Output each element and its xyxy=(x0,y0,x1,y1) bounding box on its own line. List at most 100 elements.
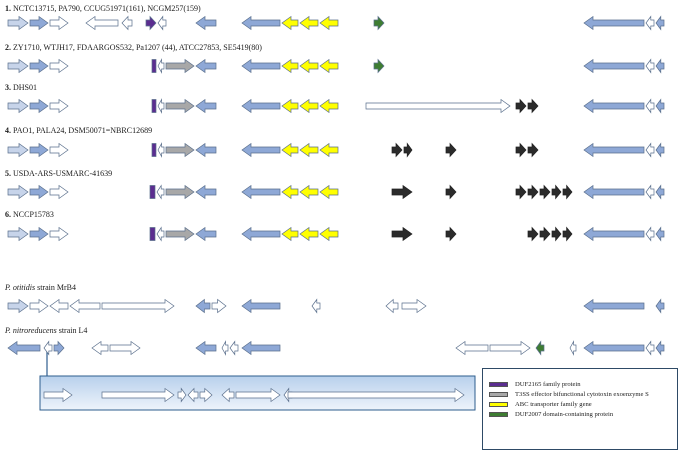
inset-gene-1-white xyxy=(101,387,175,403)
row-1-gene-9-yellow xyxy=(281,15,299,31)
row-2-gene-11-green xyxy=(373,58,385,74)
row-6-gene-19-mid_blue xyxy=(655,226,665,242)
row-8-gene-8-mid_blue xyxy=(241,340,281,356)
row-3-gene-14-mid_blue xyxy=(583,98,645,114)
row-1-gene-0-light_blue xyxy=(7,15,29,31)
row-4-gene-14-black xyxy=(515,142,527,158)
row-5-gene-0-light_blue xyxy=(7,184,29,200)
row-1-gene-4-white xyxy=(121,15,133,31)
legend: DUF2165 family protein T3SS effector bif… xyxy=(482,368,678,450)
row-1-gene-11-yellow xyxy=(319,15,339,31)
row-6-gene-0-light_blue xyxy=(7,226,29,242)
row-5-gene-13-black xyxy=(515,184,527,200)
row-label-1: 1. NCTC13715, PA790, CCUG51971(161), NCG… xyxy=(5,4,201,13)
row-3-gene-10-yellow xyxy=(319,98,339,114)
row-2-gene-7-mid_blue xyxy=(241,58,281,74)
row-5-gene-2-white xyxy=(49,184,69,200)
row-2-gene-5-gray xyxy=(165,58,195,74)
row-1-gene-8-mid_blue xyxy=(241,15,281,31)
row-2-gene-10-yellow xyxy=(319,58,339,74)
row-7-gene-2-white xyxy=(49,298,69,314)
row-4-gene-7-mid_blue xyxy=(241,142,281,158)
row-8-gene-11-green xyxy=(535,340,545,356)
row-4-gene-10-yellow xyxy=(319,142,339,158)
row-6-gene-18-white xyxy=(645,226,655,242)
row-2-gene-0-light_blue xyxy=(7,58,29,74)
row-4-gene-3-purple xyxy=(151,143,157,157)
row-label-3: 3. DHS01 xyxy=(5,83,38,92)
row-6-gene-6-mid_blue xyxy=(195,226,217,242)
row-4-gene-0-light_blue xyxy=(7,142,29,158)
legend-swatch-purple xyxy=(489,382,508,387)
row-3-gene-13-black xyxy=(527,98,539,114)
row-5-gene-17-black xyxy=(562,184,573,200)
row-8-gene-15-mid_blue xyxy=(655,340,665,356)
inset-gene-4-white xyxy=(199,387,213,403)
row-3-gene-12-black xyxy=(515,98,527,114)
row-8-gene-0-mid_blue xyxy=(7,340,41,356)
row-7-gene-12-mid_blue xyxy=(655,298,665,314)
row-2-gene-8-yellow xyxy=(281,58,299,74)
row-6-gene-13-black xyxy=(527,226,539,242)
row-4-gene-16-mid_blue xyxy=(583,142,645,158)
row-3-gene-4-white xyxy=(157,98,165,114)
row-8-gene-13-mid_blue xyxy=(583,340,645,356)
row-5-gene-18-mid_blue xyxy=(583,184,645,200)
row-4-gene-12-black xyxy=(403,142,413,158)
row-1-gene-2-white xyxy=(49,15,69,31)
row-1-gene-14-white xyxy=(645,15,655,31)
inset-gene-3-white xyxy=(187,387,199,403)
row-3-gene-8-yellow xyxy=(281,98,299,114)
row-6-gene-4-white xyxy=(156,226,165,242)
row-7-gene-7-mid_blue xyxy=(241,298,281,314)
row-2-gene-6-mid_blue xyxy=(195,58,217,74)
row-3-gene-11-white xyxy=(365,98,511,114)
row-8-gene-1-white xyxy=(43,340,53,356)
row-2-gene-4-white xyxy=(157,58,165,74)
row-7-gene-8-white xyxy=(311,298,321,314)
row-6-gene-10-yellow xyxy=(319,226,339,242)
row-8-gene-10-white xyxy=(489,340,531,356)
row-8-gene-2-mid_blue xyxy=(53,340,65,356)
row-3-gene-15-white xyxy=(645,98,655,114)
legend-swatch-green xyxy=(489,412,508,417)
row-1-gene-15-mid_blue xyxy=(655,15,665,31)
row-5-gene-7-mid_blue xyxy=(241,184,281,200)
row-3-gene-0-light_blue xyxy=(7,98,29,114)
row-4-gene-5-gray xyxy=(165,142,195,158)
row-5-gene-3-purple xyxy=(149,185,156,199)
row-3-gene-9-yellow xyxy=(299,98,319,114)
row-5-gene-6-mid_blue xyxy=(195,184,217,200)
row-3-gene-7-mid_blue xyxy=(241,98,281,114)
row-5-gene-14-black xyxy=(527,184,539,200)
row-2-gene-14-mid_blue xyxy=(655,58,665,74)
row-4-gene-9-yellow xyxy=(299,142,319,158)
row-6-gene-16-black xyxy=(562,226,573,242)
legend-swatch-yellow xyxy=(489,402,508,407)
row-1-gene-1-mid_blue xyxy=(29,15,49,31)
row-8-gene-12-white xyxy=(569,340,577,356)
row-6-gene-7-mid_blue xyxy=(241,226,281,242)
row-5-gene-5-gray xyxy=(165,184,195,200)
row-4-gene-17-white xyxy=(645,142,655,158)
row-5-gene-16-black xyxy=(551,184,562,200)
row-2-gene-2-white xyxy=(49,58,69,74)
row-label-otitidis: P. otitidis strain MrB4 xyxy=(5,283,76,292)
row-8-gene-14-white xyxy=(645,340,655,356)
row-5-gene-9-yellow xyxy=(299,184,319,200)
inset-gene-8-white xyxy=(287,387,465,403)
row-3-gene-3-purple xyxy=(151,99,157,113)
row-1-gene-3-white xyxy=(85,15,119,31)
row-1-gene-12-green xyxy=(373,15,385,31)
row-8-gene-7-white xyxy=(229,340,239,356)
row-7-gene-3-white xyxy=(69,298,101,314)
row-7-gene-1-white xyxy=(29,298,49,314)
row-6-gene-3-purple xyxy=(149,227,156,241)
row-4-gene-4-white xyxy=(157,142,165,158)
row-8-gene-6-white xyxy=(221,340,229,356)
row-7-gene-9-white xyxy=(385,298,399,314)
row-2-gene-13-white xyxy=(645,58,655,74)
row-6-gene-2-white xyxy=(49,226,69,242)
row-5-gene-19-white xyxy=(645,184,655,200)
